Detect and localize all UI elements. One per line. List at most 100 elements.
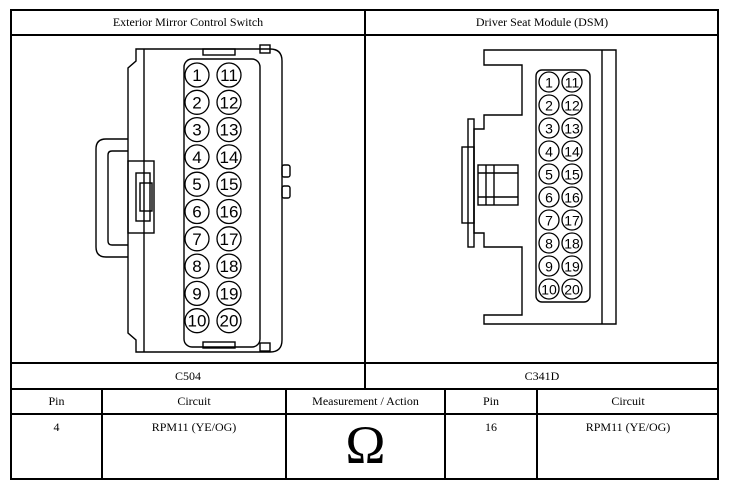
pin-label: 9 <box>545 259 553 275</box>
pin-label: 12 <box>564 98 580 114</box>
pin-circle <box>538 186 560 208</box>
ohm-symbol: Ω <box>345 415 386 475</box>
pin-label: 20 <box>564 282 580 298</box>
pin-label: 16 <box>564 190 580 206</box>
pin-label: 3 <box>192 121 201 140</box>
pin-circle <box>561 278 583 300</box>
pin-circle <box>216 144 242 170</box>
pin-circle <box>216 308 242 334</box>
row-pin-b: 16 <box>485 420 497 434</box>
connector-column-divider <box>364 9 366 390</box>
pin-circle <box>538 232 560 254</box>
pin-label: 10 <box>541 282 557 298</box>
pin-label: 13 <box>564 121 580 137</box>
pin-circle <box>561 163 583 185</box>
pin-label: 2 <box>192 93 201 112</box>
pin-label: 19 <box>220 284 239 303</box>
connector-title-right: Driver Seat Module (DSM) <box>475 15 609 29</box>
pin-label: 20 <box>220 312 239 331</box>
pin-circle <box>216 198 242 225</box>
pin-circle <box>538 94 560 116</box>
pin-label: 17 <box>564 213 580 229</box>
header-circuit-b: Circuit <box>611 394 645 408</box>
pin-label: 8 <box>192 257 201 276</box>
pin-label: 16 <box>220 203 239 222</box>
row-pin-a: 4 <box>53 420 60 434</box>
header-divider <box>10 413 719 415</box>
pin-circle <box>216 89 242 115</box>
pin-label: 15 <box>220 175 239 194</box>
header-circuit-a: Circuit <box>177 394 211 408</box>
connector-id-right: C341D <box>524 368 560 383</box>
pin-circle <box>538 71 560 93</box>
header-pin-b: Pin <box>482 394 499 408</box>
pin-circle <box>184 226 210 252</box>
pin-circle <box>561 209 583 231</box>
pin-circle <box>184 171 210 197</box>
pin-label: 1 <box>192 66 201 85</box>
pin-circle <box>538 255 560 277</box>
pin-label: 6 <box>545 190 553 206</box>
col-divider-4 <box>536 389 538 480</box>
pin-label: 6 <box>192 203 201 222</box>
pin-label: 2 <box>545 98 553 114</box>
pin-circle <box>184 280 210 307</box>
pin-label: 19 <box>564 259 580 275</box>
pin-label: 18 <box>564 236 580 252</box>
pin-label: 11 <box>220 66 238 85</box>
row-circuit-a: RPM11 (YE/OG) <box>151 420 237 434</box>
pin-circle <box>538 163 560 185</box>
header-pin-a: Pin <box>48 394 65 408</box>
pin-circle <box>184 116 210 143</box>
pin-circle <box>561 71 583 93</box>
pin-label: 14 <box>564 144 580 160</box>
pin-circle <box>216 226 242 252</box>
pin-circle <box>184 144 210 170</box>
pin-circle <box>538 140 560 162</box>
pin-circle <box>561 186 583 208</box>
pin-label: 7 <box>545 213 553 229</box>
pin-label: 5 <box>192 175 201 194</box>
pin-circle <box>184 198 210 225</box>
row-circuit-b: RPM11 (YE/OG) <box>585 420 671 434</box>
connector-title-left: Exterior Mirror Control Switch <box>112 15 264 29</box>
pin-label: 15 <box>564 167 580 183</box>
pin-circle <box>184 62 210 88</box>
pin-circle <box>216 253 242 279</box>
pin-circle <box>184 253 210 279</box>
pin-circle <box>216 116 242 143</box>
pin-label: 18 <box>220 257 239 276</box>
pin-label: 12 <box>220 93 239 112</box>
pin-circle <box>184 308 210 334</box>
pin-circle <box>538 117 560 139</box>
pin-circle <box>216 62 242 88</box>
pin-circle <box>216 280 242 307</box>
pin-label: 1 <box>545 75 553 91</box>
pin-circle <box>561 255 583 277</box>
pin-circle <box>216 171 242 197</box>
pin-label: 3 <box>545 121 553 137</box>
pin-circle <box>561 117 583 139</box>
pin-label: 4 <box>545 144 553 160</box>
pin-label: 7 <box>192 230 201 249</box>
pin-label: 11 <box>565 75 580 91</box>
pin-label: 10 <box>188 312 207 331</box>
col-divider-2 <box>285 389 287 480</box>
pin-circle <box>538 209 560 231</box>
pin-circle <box>561 140 583 162</box>
pin-label: 9 <box>192 284 201 303</box>
pin-label: 17 <box>220 230 239 249</box>
pin-circle <box>538 278 560 300</box>
connector-id-left: C504 <box>174 368 201 383</box>
pin-label: 14 <box>220 148 239 167</box>
pin-label: 13 <box>220 121 239 140</box>
pin-circle <box>561 94 583 116</box>
col-divider-3 <box>444 389 446 480</box>
pin-label: 4 <box>192 148 201 167</box>
pin-circle <box>184 89 210 115</box>
pin-label: 8 <box>545 236 553 252</box>
header-measurement: Measurement / Action <box>312 394 419 408</box>
pin-label: 5 <box>545 167 553 183</box>
